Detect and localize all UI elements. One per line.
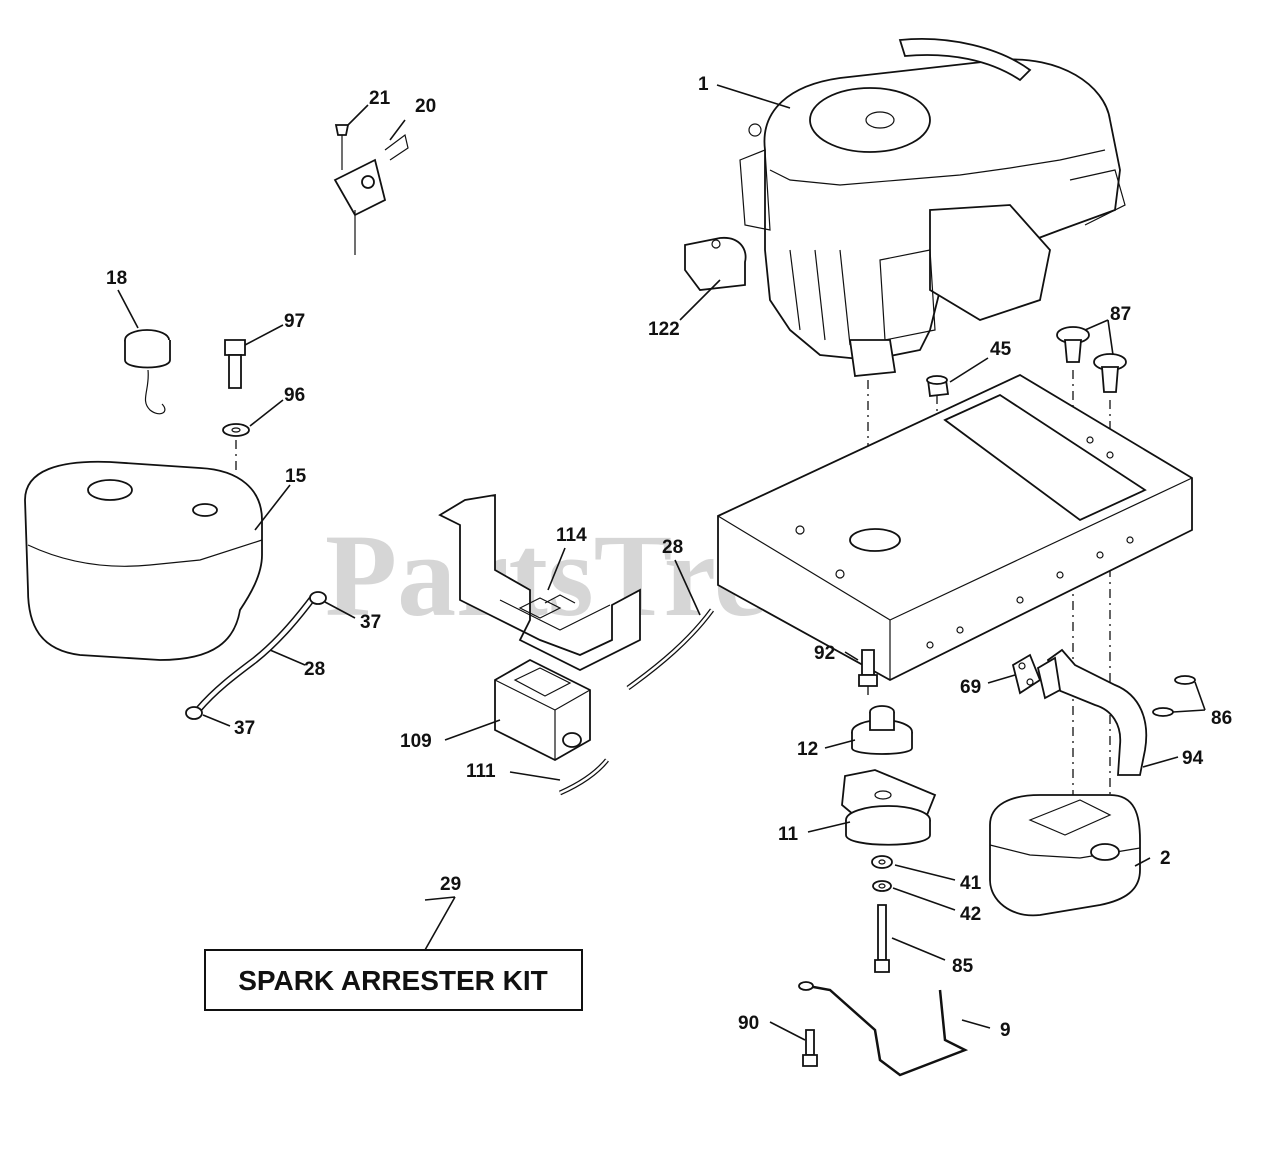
- callout-18[interactable]: 18: [106, 268, 127, 289]
- callout-85[interactable]: 85: [952, 956, 974, 977]
- washer-part-96[interactable]: [222, 423, 250, 437]
- screw-part-86[interactable]: [1152, 675, 1196, 717]
- callout-28-left[interactable]: 28: [304, 659, 325, 680]
- washer-part-41[interactable]: [871, 855, 893, 869]
- callout-96[interactable]: 96: [284, 385, 305, 406]
- callout-37-top[interactable]: 37: [360, 612, 381, 633]
- kit-label: SPARK ARRESTER KIT: [238, 965, 548, 996]
- bolt-part-90[interactable]: [802, 1029, 818, 1067]
- callout-21[interactable]: 21: [369, 88, 391, 109]
- fuel-line-part[interactable]: [195, 592, 318, 713]
- leader-lines: [117, 84, 1206, 1041]
- bolt-part-92[interactable]: [858, 649, 878, 687]
- muffler-part[interactable]: [989, 794, 1141, 917]
- fuel-tank-part[interactable]: [24, 460, 263, 661]
- exhaust-pipe-part[interactable]: [1036, 648, 1148, 776]
- callout-94[interactable]: 94: [1182, 748, 1204, 769]
- callout-20[interactable]: 20: [415, 96, 436, 117]
- callout-41[interactable]: 41: [960, 873, 982, 894]
- canister-hose-part[interactable]: [558, 758, 609, 796]
- nut-part-45[interactable]: [926, 375, 950, 397]
- callout-114[interactable]: 114: [556, 525, 587, 546]
- callout-86[interactable]: 86: [1211, 708, 1232, 729]
- callout-97[interactable]: 97: [284, 311, 305, 332]
- fuel-cap-part[interactable]: [124, 329, 171, 415]
- brake-rod-part[interactable]: [798, 981, 969, 1077]
- canister-part[interactable]: [494, 658, 591, 762]
- callout-122[interactable]: 122: [648, 319, 680, 340]
- throttle-control-part[interactable]: [333, 124, 409, 255]
- spark-arrester-kit-box[interactable]: SPARK ARRESTER KIT: [204, 949, 583, 1011]
- hose-clamp-part-top[interactable]: [309, 591, 327, 605]
- callout-12[interactable]: 12: [797, 739, 818, 760]
- callout-92[interactable]: 92: [814, 643, 835, 664]
- callout-15[interactable]: 15: [285, 466, 307, 487]
- pto-clutch-part[interactable]: [841, 769, 937, 846]
- hose-clamp-part-bottom[interactable]: [185, 706, 203, 720]
- knob-part-87[interactable]: [1056, 326, 1127, 393]
- callout-87[interactable]: 87: [1110, 304, 1131, 325]
- callout-90[interactable]: 90: [738, 1013, 759, 1034]
- callout-45[interactable]: 45: [990, 339, 1012, 360]
- callout-69[interactable]: 69: [960, 677, 981, 698]
- bracket-part[interactable]: [438, 493, 641, 672]
- callout-37-bottom[interactable]: 37: [234, 718, 255, 739]
- bolt-part-85[interactable]: [874, 904, 890, 973]
- callout-2[interactable]: 2: [1160, 848, 1171, 869]
- vent-hose-part[interactable]: [626, 608, 715, 691]
- chassis-frame-part[interactable]: [717, 373, 1193, 682]
- washer-part-42[interactable]: [872, 880, 892, 892]
- callout-9[interactable]: 9: [1000, 1020, 1011, 1041]
- callout-28-right[interactable]: 28: [662, 537, 683, 558]
- callout-11[interactable]: 11: [778, 824, 799, 845]
- pulley-part[interactable]: [851, 705, 913, 755]
- callout-109[interactable]: 109: [400, 731, 432, 752]
- callout-1[interactable]: 1: [698, 74, 709, 95]
- bolt-part-97[interactable]: [224, 339, 246, 389]
- callout-111[interactable]: 111: [466, 761, 496, 782]
- engine-part[interactable]: [739, 38, 1126, 377]
- callout-42[interactable]: 42: [960, 904, 981, 925]
- callout-29[interactable]: 29: [440, 874, 461, 895]
- exhaust-gasket-part[interactable]: [1011, 653, 1042, 695]
- heat-shield-part[interactable]: [684, 237, 747, 291]
